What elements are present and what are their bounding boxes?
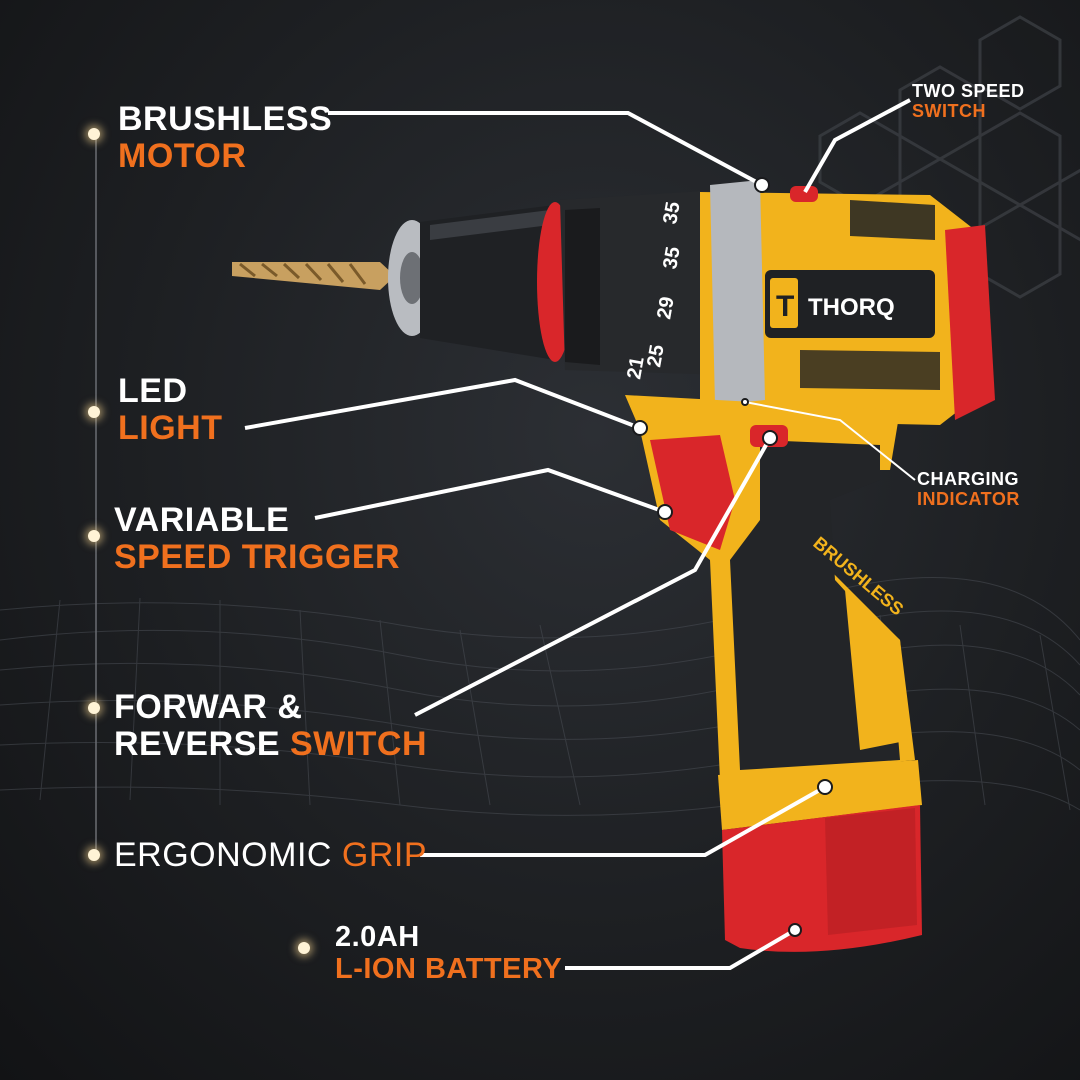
logo-letter: T [776, 290, 794, 323]
bullet-dot [88, 530, 100, 542]
callout-line: REVERSE SWITCH [114, 726, 427, 763]
callout-line: SWITCH [912, 100, 986, 121]
chuck [388, 202, 573, 362]
brand-name: THORQ [808, 294, 895, 321]
clutch-number: 21 [623, 355, 649, 381]
callout-line: L-ION BATTERY [335, 952, 563, 985]
callout-text: SWITCH [289, 725, 428, 764]
motor-housing [700, 180, 995, 425]
callout-line: TWO SPEED [912, 81, 1025, 101]
callout-line: FORWAR & [114, 688, 303, 726]
callout-two-speed-switch: TWO SPEED SWITCH [912, 81, 1025, 122]
callout-dots [632, 177, 833, 937]
callout-lines [244, 98, 916, 970]
clutch-numbers: 21 25 29 35 35 [623, 200, 685, 381]
callout-text: REVERSE [114, 725, 290, 764]
callout-led-light: LED LIGHT [118, 372, 223, 448]
clutch-number: 35 [659, 200, 685, 226]
bullet-dot [88, 849, 100, 861]
callout-line: BRUSHLESS [118, 100, 333, 138]
drill-bit [232, 262, 395, 290]
callout-line: VARIABLE [114, 501, 290, 539]
callout-line: 2.0AH [335, 921, 420, 953]
callout-line: LIGHT [118, 409, 223, 448]
bullet-dot [298, 942, 310, 954]
callout-line: LED [118, 372, 188, 410]
clutch-number: 35 [659, 245, 685, 271]
callout-text: ERGONOMIC [114, 836, 342, 874]
callout-battery: 2.0AH L-ION BATTERY [335, 921, 563, 986]
callout-text: GRIP [341, 836, 428, 874]
battery [718, 760, 922, 952]
callout-line: CHARGING [917, 469, 1019, 489]
bullet-dot [88, 128, 100, 140]
callout-line: MOTOR [118, 137, 247, 176]
callout-ergonomic-grip: ERGONOMIC GRIP [114, 836, 428, 874]
clutch-number: 29 [653, 295, 679, 321]
callout-line: INDICATOR [917, 488, 1020, 509]
callout-variable-speed-trigger: VARIABLE SPEED TRIGGER [114, 501, 401, 577]
bullet-dot [88, 406, 100, 418]
callout-line: SPEED TRIGGER [114, 538, 401, 577]
callout-charging-indicator: CHARGING INDICATOR [917, 469, 1020, 510]
wireframe-terrain [0, 577, 1080, 816]
callout-forward-reverse-switch: FORWAR & REVERSE SWITCH [114, 688, 427, 764]
clutch-ring [560, 190, 730, 375]
callout-brushless-motor: BRUSHLESS MOTOR [118, 100, 333, 176]
bullet-dot [88, 702, 100, 714]
clutch-number: 25 [643, 343, 669, 369]
handle [625, 395, 915, 780]
